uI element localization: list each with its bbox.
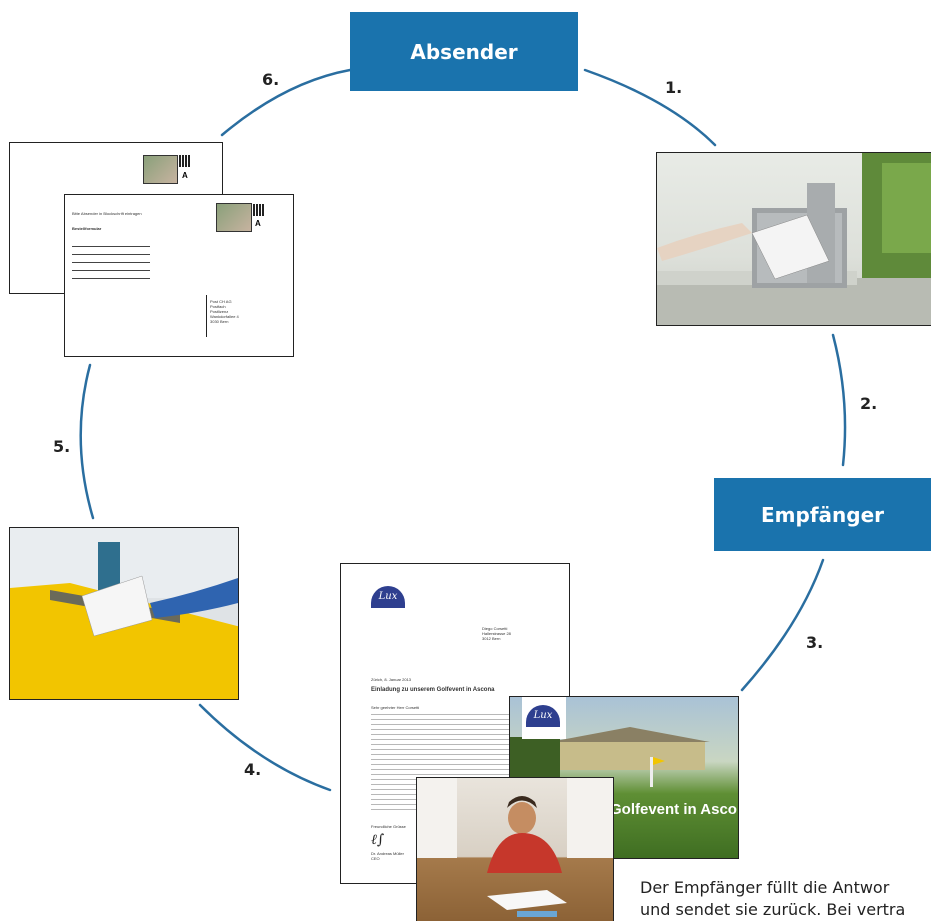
postage-a-icon: A xyxy=(255,219,261,228)
arc-step-3 xyxy=(740,558,825,692)
return-note: Bitte Absender in Blockschrift eintragen xyxy=(72,211,142,216)
step-4-label: 4. xyxy=(244,760,262,779)
stamp-photo xyxy=(216,203,252,232)
letterbox-photo xyxy=(656,152,931,326)
reply-form-front: Bitte Absender in Blockschrift eintragen… xyxy=(64,194,294,357)
qr-code-icon xyxy=(253,204,265,216)
sender-label: Absender xyxy=(410,39,518,64)
arc-step-4 xyxy=(198,703,332,792)
lux-logo: Lux xyxy=(371,586,405,608)
postbox-photo xyxy=(9,527,239,700)
recipient-line-1: Diego Corsetti xyxy=(482,626,508,631)
receiver-box: Empfänger xyxy=(714,478,931,551)
letter-signer-role: CEO xyxy=(371,856,380,861)
letter-closing: Freundliche Grüsse xyxy=(371,824,406,829)
flyer-illustration xyxy=(510,727,710,787)
address-line-5: 3030 Bern xyxy=(210,319,229,324)
signature-icon: ℓ∫ xyxy=(371,832,385,848)
lux-logo-text: Lux xyxy=(378,591,398,602)
flyer-title: Golfevent in Ascona xyxy=(610,801,738,818)
recipient-line-3: 3012 Bern xyxy=(482,636,501,641)
arc-step-1 xyxy=(583,68,717,147)
step-3-label: 3. xyxy=(806,633,824,652)
letter-salutation: Sehr geehrter Herr Corsetti xyxy=(371,705,420,710)
form-title: Bestellformular xyxy=(72,226,102,231)
stamp-photo xyxy=(143,155,178,184)
step-1-label: 1. xyxy=(665,78,683,97)
sender-box: Absender xyxy=(350,12,578,91)
letter-subject: Einladung zu unserem Golfevent in Ascona xyxy=(371,687,495,693)
address-bar xyxy=(206,295,207,337)
letterbox-illustration xyxy=(657,153,931,325)
flyer-lux-logo: Lux xyxy=(526,705,560,727)
step-5-label: 5. xyxy=(53,437,71,456)
step-6-label: 6. xyxy=(262,70,280,89)
receiver-label: Empfänger xyxy=(761,502,884,527)
address-line-4: Wankdorfallee 4 xyxy=(210,314,239,319)
postage-a-icon: A xyxy=(182,171,188,180)
step-2-label: 2. xyxy=(860,394,878,413)
filling-form-photo xyxy=(416,777,614,921)
postbox-illustration xyxy=(10,528,238,699)
arc-step-2 xyxy=(831,333,847,467)
address-line-3: Postlizenz xyxy=(210,309,229,314)
recipient-line-2: Hallerstrasse 28 xyxy=(482,631,511,636)
address-line-2: Postfach xyxy=(210,304,226,309)
letter-date: Zürich, 8. Januar 2013 xyxy=(371,677,412,682)
address-line-1: Post CH AG xyxy=(210,299,232,304)
caption-line-1: Der Empfänger füllt die Antwor xyxy=(640,878,890,897)
arc-step-5 xyxy=(79,363,95,520)
caption-line-2: und sendet sie zurück. Bei vertra xyxy=(640,900,906,919)
form-lines xyxy=(72,239,150,283)
flyer-logo-text: Lux xyxy=(533,710,553,721)
letter-signer: Dr. Andreas Müller xyxy=(371,851,404,856)
arc-step-6 xyxy=(220,68,352,137)
qr-code-icon xyxy=(179,155,191,167)
man-illustration xyxy=(417,778,613,917)
